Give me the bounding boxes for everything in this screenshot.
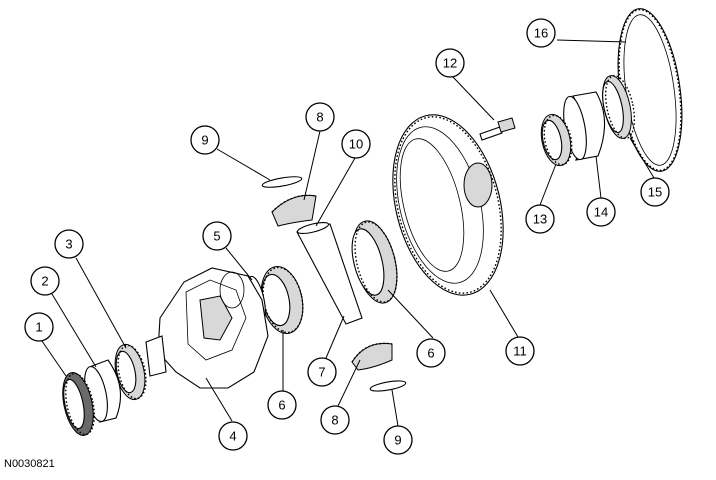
callout-label: 8 [316,110,323,125]
callout-label: 4 [229,429,236,444]
part-ring-gear-11 [392,114,504,296]
callout-13: 13 [525,204,555,234]
callout-4: 4 [218,421,248,451]
part-side-gear-6b [260,265,304,335]
callout-label: 12 [443,56,457,71]
callout-2: 2 [30,266,60,296]
callout-9b: 9 [383,425,413,455]
leader-lines [41,39,655,427]
callout-label: 8 [331,413,338,428]
callout-label: 5 [213,229,220,244]
callout-7: 7 [307,357,337,387]
callout-label: 13 [533,212,547,227]
part-bearing-13 [540,113,573,167]
callout-label: 2 [41,274,48,289]
callout-10: 10 [341,129,371,159]
callout-5: 5 [202,221,232,251]
callout-1: 1 [24,312,54,342]
part-pinion-gear-8b [351,342,393,371]
part-washer-9b [369,380,407,392]
part-bolt-12 [479,117,516,141]
figure-code: N0030821 [4,458,55,470]
callout-15: 15 [640,177,670,207]
callout-label: 15 [648,185,662,200]
callout-label: 16 [534,26,548,41]
callout-label: 6 [427,346,434,361]
callout-3: 3 [54,229,84,259]
callout-6a: 6 [416,338,446,368]
callout-label: 6 [278,398,285,413]
part-bearing-3 [114,343,147,401]
callout-label: 7 [318,365,325,380]
callout-14: 14 [586,197,616,227]
callout-label: 3 [65,237,72,252]
callout-label: 10 [349,137,363,152]
part-bearing-15 [602,74,636,140]
callout-9a: 9 [190,125,220,155]
part-shaft-7 [296,221,363,325]
part-race-14 [563,91,606,161]
callout-16: 16 [526,18,556,48]
callout-11: 11 [505,336,535,366]
part-pinion-gear-8a [271,194,317,227]
callout-label: 1 [35,320,42,335]
callout-label: 14 [594,205,608,220]
callout-6b: 6 [267,390,297,420]
part-bearing-1 [62,372,95,436]
callout-12: 12 [435,48,465,78]
callout-label: 9 [201,133,208,148]
callout-8a: 8 [305,102,335,132]
callout-label: 11 [513,344,527,359]
callout-8b: 8 [320,405,350,435]
part-case-4 [145,267,269,389]
callout-label: 9 [394,433,401,448]
part-side-gear-6a [351,220,398,304]
part-washer-9a [261,176,303,188]
